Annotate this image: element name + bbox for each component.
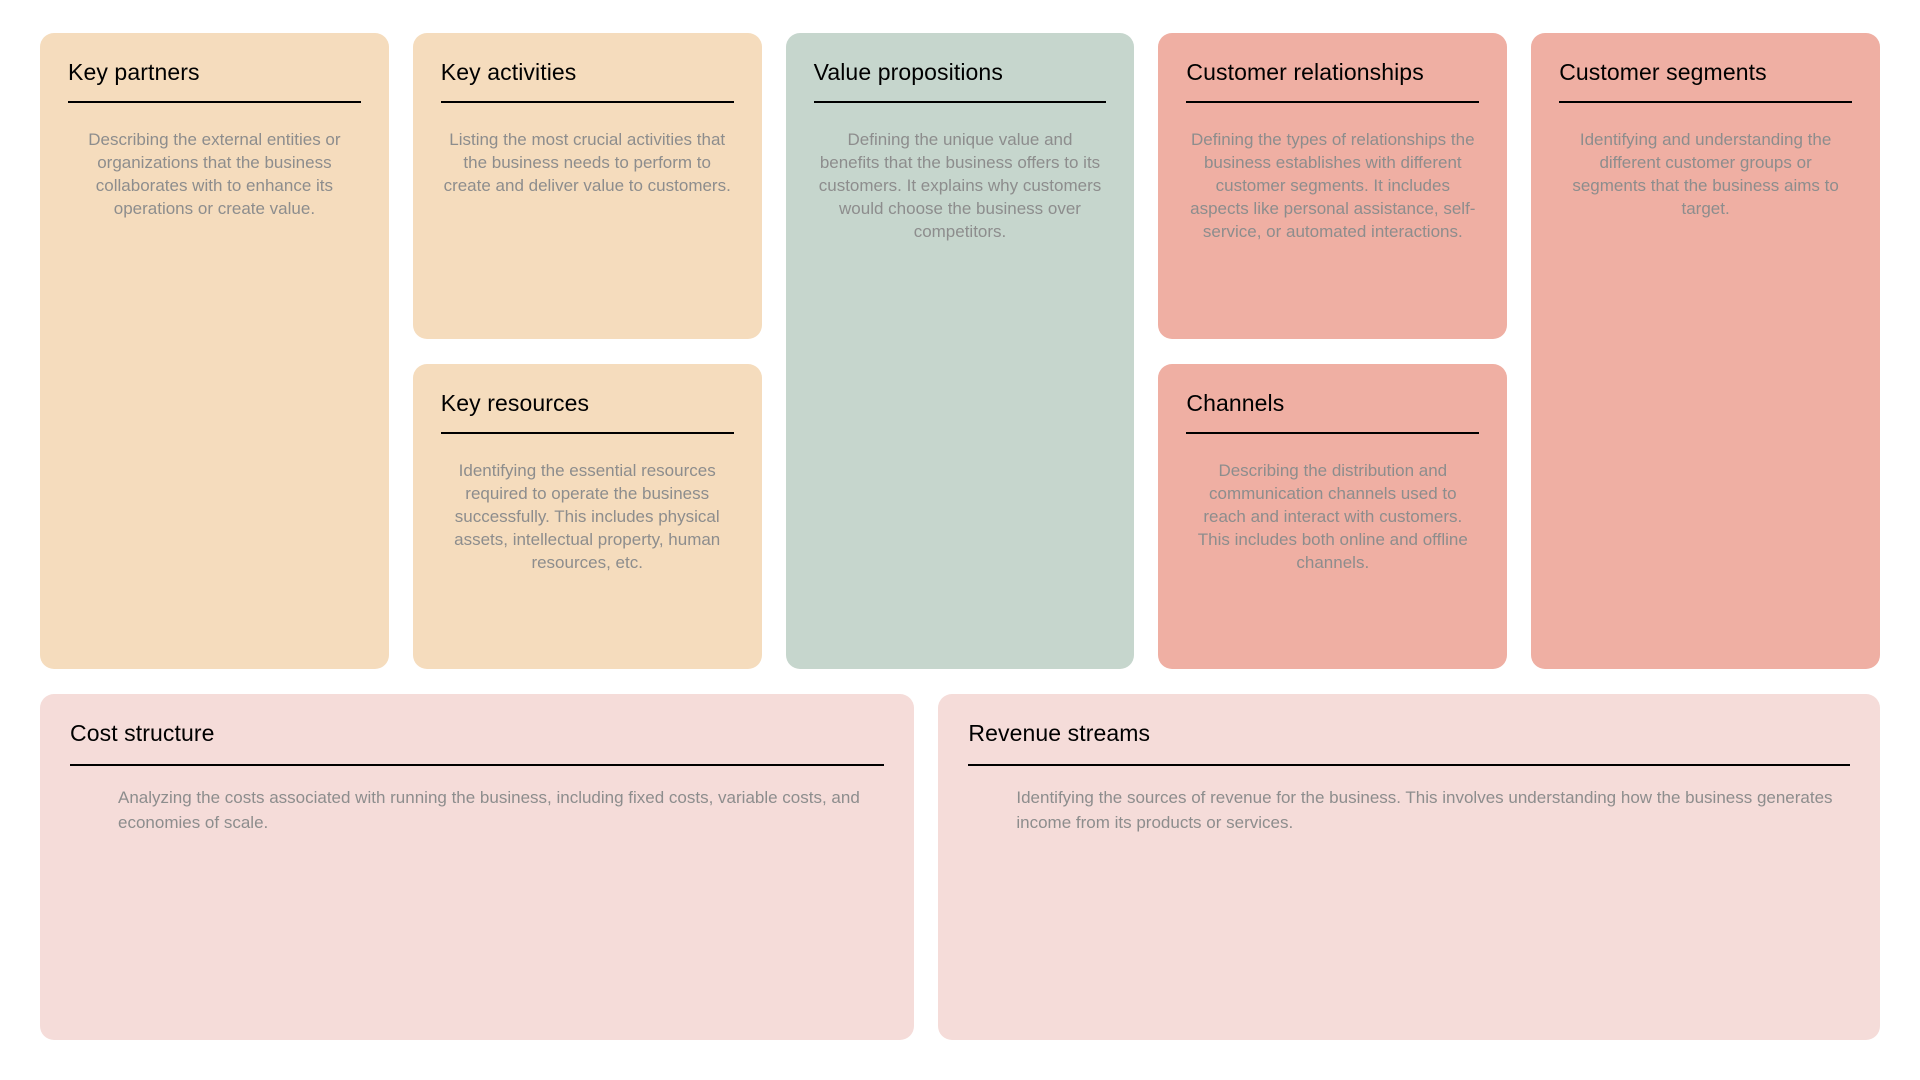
- card-cost-structure[interactable]: Cost structure Analyzing the costs assoc…: [40, 694, 915, 1040]
- canvas-bottom-row: Cost structure Analyzing the costs assoc…: [40, 694, 1880, 1040]
- card-body-key-partners: Describing the external entities or orga…: [88, 130, 341, 219]
- card-key-activities[interactable]: Key activities Listing the most crucial …: [412, 33, 762, 339]
- column-key-partners: Key partners Describing the external ent…: [40, 33, 389, 669]
- card-title-customer-relationships: Customer relationships: [1186, 59, 1424, 85]
- title-rule: [813, 101, 1107, 104]
- card-title-revenue-streams: Revenue streams: [968, 720, 1151, 746]
- title-rule: [1186, 101, 1480, 104]
- card-title-channels: Channels: [1186, 389, 1285, 416]
- title-rule: [1559, 101, 1852, 104]
- card-body-customer-segments: Identifying and understanding the differ…: [1572, 130, 1839, 219]
- card-body-cost-structure: Analyzing the costs associated with runn…: [118, 788, 860, 833]
- title-rule: [440, 431, 734, 434]
- card-channels[interactable]: Channels Describing the distribution and…: [1158, 363, 1508, 669]
- card-body-customer-relationships: Defining the types of relationships the …: [1190, 130, 1476, 242]
- card-key-partners[interactable]: Key partners Describing the external ent…: [40, 33, 389, 669]
- card-body-channels: Describing the distribution and communic…: [1197, 460, 1468, 572]
- column-key-activities-resources: Key activities Listing the most crucial …: [412, 33, 762, 669]
- title-rule: [968, 764, 1850, 767]
- card-customer-relationships[interactable]: Customer relationships Defining the type…: [1158, 33, 1508, 339]
- column-value-propositions: Value propositions Defining the unique v…: [785, 33, 1135, 669]
- card-body-key-activities: Listing the most crucial activities that…: [443, 130, 731, 196]
- title-rule: [70, 764, 885, 767]
- canvas-top-row: Key partners Describing the external ent…: [40, 33, 1880, 669]
- card-value-propositions[interactable]: Value propositions Defining the unique v…: [785, 33, 1135, 669]
- title-rule: [68, 101, 361, 104]
- card-title-key-activities: Key activities: [440, 59, 577, 85]
- card-title-cost-structure: Cost structure: [70, 720, 215, 746]
- card-revenue-streams[interactable]: Revenue streams Identifying the sources …: [938, 694, 1880, 1040]
- card-title-key-partners: Key partners: [68, 59, 200, 85]
- card-body-value-propositions: Defining the unique value and benefits t…: [818, 130, 1102, 242]
- title-rule: [1186, 431, 1480, 434]
- card-customer-segments[interactable]: Customer segments Identifying and unders…: [1531, 33, 1880, 669]
- card-key-resources[interactable]: Key resources Identifying the essential …: [412, 363, 762, 669]
- title-rule: [440, 101, 734, 104]
- card-body-revenue-streams: Identifying the sources of revenue for t…: [1016, 788, 1833, 833]
- card-title-value-propositions: Value propositions: [813, 59, 1003, 85]
- column-customer-segments: Customer segments Identifying and unders…: [1531, 33, 1880, 669]
- column-customer-relationships-channels: Customer relationships Defining the type…: [1158, 33, 1508, 669]
- card-body-key-resources: Identifying the essential resources requ…: [454, 460, 721, 572]
- card-title-customer-segments: Customer segments: [1559, 59, 1767, 85]
- card-title-key-resources: Key resources: [440, 389, 590, 416]
